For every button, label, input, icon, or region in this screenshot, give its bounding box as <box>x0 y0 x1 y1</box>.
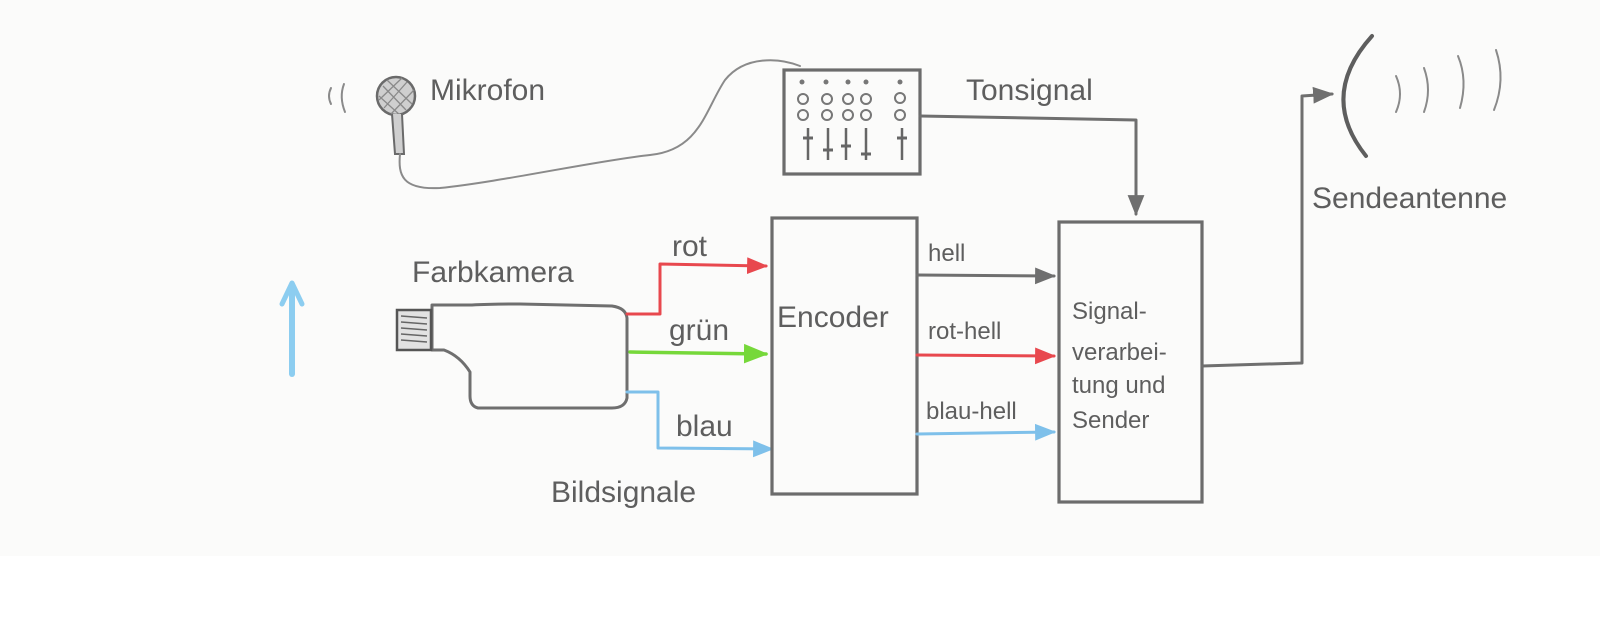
label-sender-line-1: Signal- <box>1072 298 1147 325</box>
label-encoder: Encoder <box>777 301 889 334</box>
tonsignal-line <box>918 114 1145 217</box>
mixing-console-icon <box>782 68 922 176</box>
label-mikrofon: Mikrofon <box>430 74 546 107</box>
label-farbkamera: Farbkamera <box>412 256 574 289</box>
sender-box <box>1057 220 1204 504</box>
signal-line-gruen <box>628 343 769 364</box>
label-sender-line-2: verarbei- <box>1072 339 1167 366</box>
camera-icon <box>395 302 629 410</box>
label-rot-hell: rot-hell <box>928 318 1002 345</box>
label-blau-hell: blau-hell <box>926 398 1017 425</box>
line-blau-hell <box>915 423 1057 441</box>
encoder-box <box>770 216 919 496</box>
label-blau: blau <box>676 410 733 443</box>
line-rot-hell <box>915 347 1057 365</box>
antenna-feed-line <box>1200 86 1335 368</box>
label-hell: hell <box>928 240 966 267</box>
label-sendeantenne: Sendeantenne <box>1312 182 1508 215</box>
label-gruen: grün <box>669 314 730 347</box>
arrow-up-icon <box>279 280 305 377</box>
mic-cable <box>398 59 801 190</box>
label-bildsignale: Bildsignale <box>551 476 697 509</box>
microphone-icon <box>328 75 417 155</box>
label-sender-line-4: Sender <box>1072 407 1150 434</box>
label-rot: rot <box>672 230 708 263</box>
signal-line-rot <box>625 257 769 316</box>
antenna-icon <box>1341 34 1502 158</box>
label-sender-line-3: tung und <box>1072 372 1166 399</box>
label-tonsignal: Tonsignal <box>966 74 1093 107</box>
signal-line-blau <box>625 390 775 458</box>
line-hell <box>915 267 1057 285</box>
